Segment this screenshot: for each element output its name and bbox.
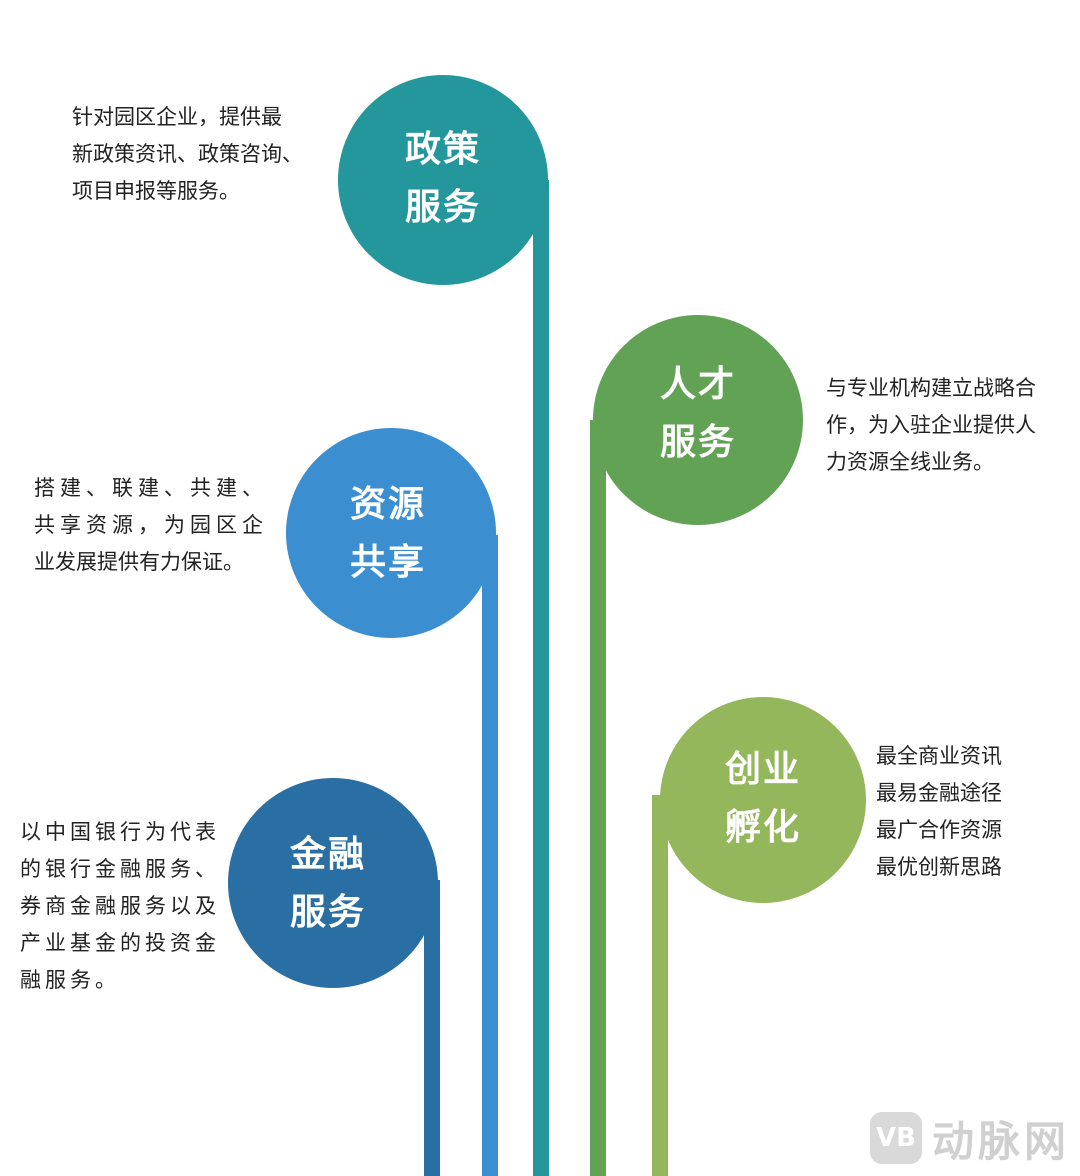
desc-finance: 以中国银行为代表 的银行金融服务、 券商金融服务以及 产业基金的投资金 融服务。 [20,814,220,999]
stem-talent [590,420,606,1176]
watermark-logo-icon: VB [869,1112,922,1164]
desc-finance-line: 以中国银行为代表 [20,820,220,844]
desc-policy: 针对园区企业，提供最 新政策资讯、政策咨询、 项目申报等服务。 [72,99,303,210]
stem-incubation [652,795,668,1176]
desc-resource-line: 搭建、联建、共建、 [34,476,268,500]
desc-policy-line: 项目申报等服务。 [72,179,240,203]
circle-resource [286,428,496,638]
desc-talent-line: 力资源全线业务。 [826,450,994,474]
title-incubation: 创业 孵化 [693,741,833,857]
title-incubation-line1: 创业 [724,749,801,790]
desc-finance-line: 融服务。 [20,968,120,992]
desc-resource: 搭建、联建、共建、 共享资源，为园区企 业发展提供有力保证。 [34,470,268,581]
title-policy-line1: 政策 [404,129,481,170]
desc-finance-line: 产业基金的投资金 [20,931,220,955]
title-talent-line2: 服务 [659,422,736,463]
title-incubation-line2: 孵化 [724,807,801,848]
title-talent-line1: 人才 [659,364,736,405]
desc-incubation-line: 最易金融途径 [876,781,1002,805]
title-resource-line2: 共享 [349,542,426,583]
desc-incubation: 最全商业资讯 最易金融途径 最广合作资源 最优创新思路 [876,738,1002,886]
watermark-text: 动脉网 [931,1116,1070,1166]
desc-finance-line: 的银行金融服务、 [20,857,220,881]
stem-policy [533,180,549,1176]
desc-incubation-line: 最全商业资讯 [876,744,1002,768]
stem-resource [482,535,498,1176]
desc-incubation-line: 最广合作资源 [876,818,1002,842]
title-resource: 资源 共享 [318,476,458,592]
desc-finance-line: 券商金融服务以及 [20,894,220,918]
desc-policy-line: 新政策资讯、政策咨询、 [72,142,303,166]
title-talent: 人才 服务 [628,356,768,472]
desc-talent-line: 与专业机构建立战略合 [826,376,1036,400]
desc-resource-line: 共享资源，为园区企 [34,513,268,537]
title-policy-line2: 服务 [404,187,481,228]
desc-talent-line: 作，为入驻企业提供人 [826,413,1036,437]
desc-talent: 与专业机构建立战略合 作，为入驻企业提供人 力资源全线业务。 [826,370,1036,481]
title-finance: 金融 服务 [258,826,398,942]
desc-incubation-line: 最优创新思路 [876,855,1002,879]
desc-resource-line: 业发展提供有力保证。 [34,550,244,574]
title-finance-line2: 服务 [289,892,366,933]
title-finance-line1: 金融 [289,834,366,875]
circle-incubation [660,697,866,903]
circle-talent [593,315,803,525]
title-resource-line1: 资源 [349,484,426,525]
stem-finance [424,880,440,1176]
circle-finance [228,778,438,988]
title-policy: 政策 服务 [373,121,513,237]
desc-policy-line: 针对园区企业，提供最 [72,105,282,129]
circle-policy [338,75,548,285]
watermark: VB 动脉网 [869,1110,1070,1166]
